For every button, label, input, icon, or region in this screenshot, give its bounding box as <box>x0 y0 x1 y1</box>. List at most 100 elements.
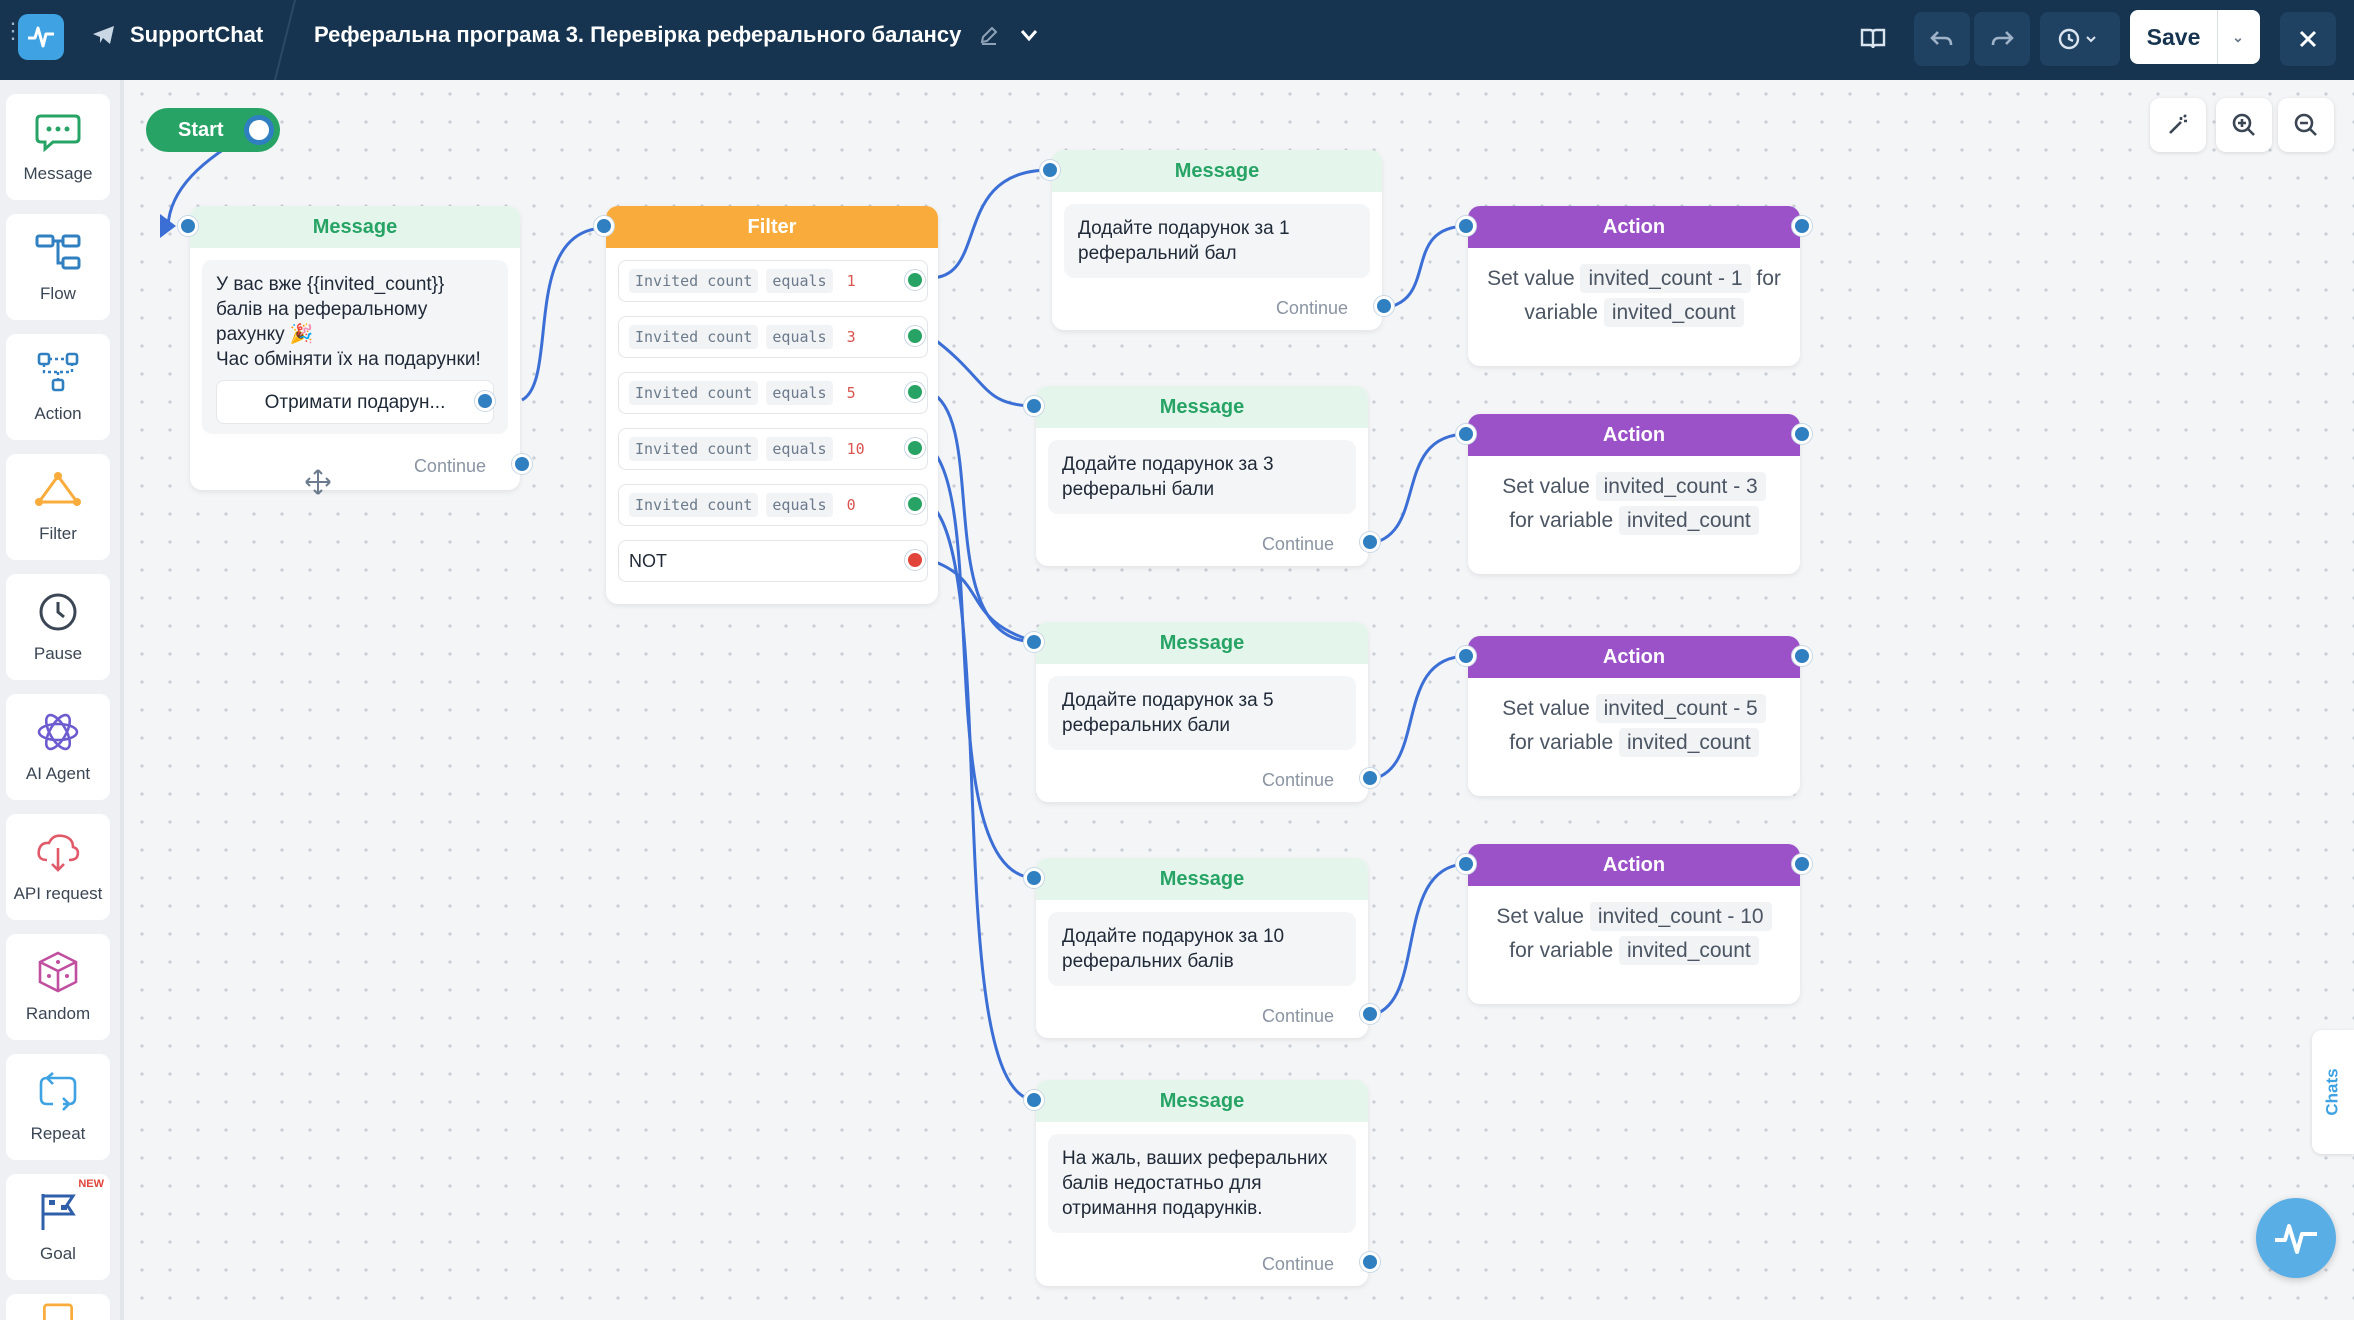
input-port[interactable] <box>1456 646 1476 666</box>
condition-output-port[interactable] <box>905 438 925 458</box>
redo-button[interactable] <box>1974 12 2030 66</box>
sidebar-item-flow[interactable]: Flow <box>6 214 110 320</box>
undo-icon <box>1930 31 1953 46</box>
book-icon[interactable] <box>1846 12 1900 66</box>
assistant-fab[interactable] <box>2256 1198 2336 1278</box>
api-request-icon <box>37 834 80 872</box>
action-node-10[interactable]: Action Set value invited_count - 10 for … <box>1456 844 1812 1004</box>
filter-node[interactable]: Filter Invited count equals 1 Invited co… <box>594 206 938 604</box>
condition-output-port[interactable] <box>905 382 925 402</box>
message-node-3[interactable]: Message Додайте подарунок за 3 реферальн… <box>1024 386 1380 566</box>
zoom-in-button[interactable] <box>2216 98 2272 152</box>
start-output-port[interactable] <box>244 115 274 145</box>
input-port[interactable] <box>1456 216 1476 236</box>
sidebar-item-ai-agent[interactable]: AI Agent <box>6 694 110 800</box>
continue-output-port[interactable] <box>1374 296 1394 316</box>
condition-output-port[interactable] <box>905 326 925 346</box>
action-description: Set value invited_count - 1 for variable… <box>1468 248 1800 348</box>
sidebar-item-label: Flow <box>40 284 76 303</box>
node-header: Message <box>190 206 520 248</box>
condition-operator: equals <box>766 493 833 517</box>
input-port[interactable] <box>1024 396 1044 416</box>
continue-output-port[interactable] <box>1360 768 1380 788</box>
edit-pencil-icon[interactable] <box>979 25 999 45</box>
filter-condition[interactable]: Invited count equals 3 <box>618 316 928 358</box>
filter-condition[interactable]: Invited count equals 10 <box>618 428 928 470</box>
sidebar-item-api-request[interactable]: API request <box>6 814 110 920</box>
action-verb: Set value <box>1496 905 1584 928</box>
output-port[interactable] <box>1792 854 1812 874</box>
action-expression: invited_count - 3 <box>1595 472 1766 501</box>
condition-output-port[interactable] <box>905 494 925 514</box>
output-port[interactable] <box>1792 646 1812 666</box>
sidebar-item-pause[interactable]: Pause <box>6 574 110 680</box>
filter-condition[interactable]: Invited count equals 1 <box>618 260 928 302</box>
output-port[interactable] <box>1792 424 1812 444</box>
pulse-logo-icon <box>28 26 54 48</box>
action-variable: invited_count <box>1618 728 1759 757</box>
message-line: Додайте подарунок за 10 <box>1062 926 1285 947</box>
action-for: for <box>1756 267 1781 290</box>
save-button[interactable]: Save ⌄ <box>2130 10 2260 64</box>
zoom-in-icon <box>2232 113 2255 136</box>
continue-output-port[interactable] <box>512 454 532 474</box>
continue-output-port[interactable] <box>1360 1004 1380 1024</box>
action-expression: invited_count - 5 <box>1595 694 1766 723</box>
chevron-down-icon[interactable] <box>1017 23 1041 47</box>
input-port[interactable] <box>178 216 198 236</box>
message-line: Час обміняти їх на подарунки! <box>216 349 481 370</box>
condition-output-port[interactable] <box>905 270 925 290</box>
sidebar-item-random[interactable]: Random <box>6 934 110 1040</box>
condition-operator: equals <box>766 269 833 293</box>
app-logo[interactable] <box>18 14 64 60</box>
sidebar-item-goal[interactable]: NEW Goal <box>6 1174 110 1280</box>
sidebar-item-action[interactable]: Action <box>6 334 110 440</box>
sidebar-item-message[interactable]: Message <box>6 94 110 200</box>
sidebar-item-more[interactable] <box>6 1294 110 1320</box>
undo-button[interactable] <box>1914 12 1970 66</box>
pulse-icon <box>2275 1224 2317 1254</box>
zoom-out-button[interactable] <box>2278 98 2334 152</box>
input-port[interactable] <box>1024 1090 1044 1110</box>
continue-label: Continue <box>413 456 486 476</box>
repeat-icon <box>39 1072 77 1111</box>
filter-condition[interactable]: Invited count equals 0 <box>618 484 928 526</box>
input-port[interactable] <box>1456 854 1476 874</box>
message-node-10[interactable]: Message Додайте подарунок за 10 рефераль… <box>1024 858 1380 1038</box>
message-node-5[interactable]: Message Додайте подарунок за 5 реферальн… <box>1024 622 1380 802</box>
continue-output-port[interactable] <box>1360 532 1380 552</box>
message-node-insufficient[interactable]: Message На жаль, ваших реферальних балів… <box>1024 1080 1380 1286</box>
node-header: Message <box>1036 622 1368 664</box>
input-port[interactable] <box>1024 632 1044 652</box>
auto-layout-button[interactable] <box>2150 98 2206 152</box>
chats-side-tab[interactable]: Chats <box>2312 1030 2354 1154</box>
action-verb: Set value <box>1502 475 1590 498</box>
save-options-chevron-icon[interactable]: ⌄ <box>2232 28 2244 45</box>
filter-not-branch[interactable]: NOT <box>618 540 928 582</box>
input-port[interactable] <box>1456 424 1476 444</box>
input-port[interactable] <box>594 216 614 236</box>
input-port[interactable] <box>1040 160 1060 180</box>
button-output-port[interactable] <box>475 391 495 411</box>
message-line: реферальних бали <box>1062 715 1231 736</box>
input-port[interactable] <box>1024 868 1044 888</box>
bot-selector[interactable]: SupportChat <box>92 22 263 48</box>
sidebar-item-filter[interactable]: Filter <box>6 454 110 560</box>
start-node[interactable]: Start <box>146 108 280 152</box>
message-node-1[interactable]: Message Додайте подарунок за 1 реферальн… <box>1040 150 1394 330</box>
action-node-1[interactable]: Action Set value invited_count - 1 for v… <box>1456 206 1812 366</box>
chats-tab-label: Chats <box>2323 1068 2343 1116</box>
message-line: рахунку 🎉 <box>216 324 314 345</box>
history-button[interactable] <box>2040 12 2120 66</box>
close-button[interactable] <box>2280 12 2336 66</box>
action-node-5[interactable]: Action Set value invited_count - 5 for v… <box>1456 636 1812 796</box>
message-line: Додайте подарунок за 3 <box>1062 454 1274 475</box>
quick-reply-button[interactable]: Отримати подарун... <box>216 380 495 424</box>
action-node-3[interactable]: Action Set value invited_count - 3 for v… <box>1456 414 1812 574</box>
filter-condition[interactable]: Invited count equals 5 <box>618 372 928 414</box>
message-node-intro[interactable]: Message У вас вже {{invited_count}} балі… <box>178 206 532 495</box>
output-port[interactable] <box>1792 216 1812 236</box>
continue-output-port[interactable] <box>1360 1252 1380 1272</box>
not-output-port[interactable] <box>905 550 925 570</box>
sidebar-item-repeat[interactable]: Repeat <box>6 1054 110 1160</box>
